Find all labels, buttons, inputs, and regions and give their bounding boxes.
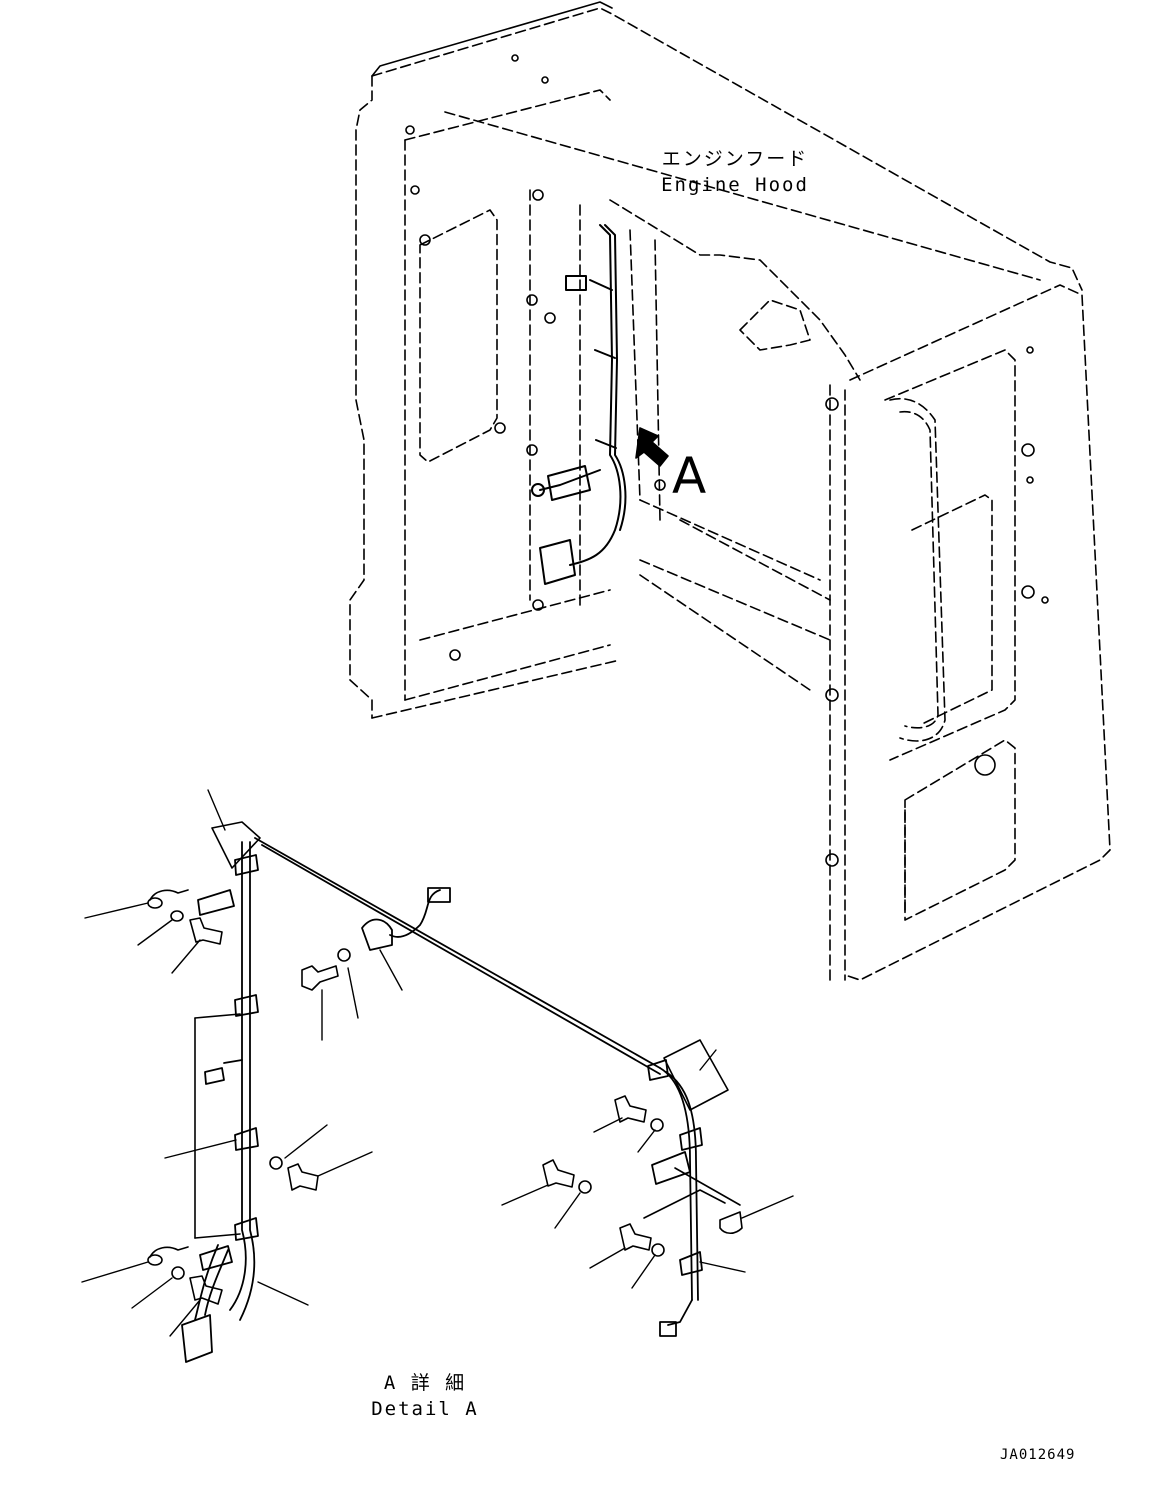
- drawing-number: JA012649: [1000, 1447, 1076, 1463]
- detail-label: Detail A: [371, 1398, 479, 1420]
- detail-label-jp: A 詳 細: [383, 1372, 467, 1394]
- engine-hood-label-jp: エンジンフード: [661, 148, 809, 170]
- wiring-harness: [531, 224, 627, 585]
- view-arrow-label: A: [672, 447, 707, 505]
- view-arrow: [635, 427, 669, 467]
- fasteners: [147, 821, 743, 1305]
- leader-lines: [81, 789, 794, 1337]
- engine-hood-label: Engine Hood: [661, 174, 809, 196]
- detail-harness: [181, 837, 703, 1363]
